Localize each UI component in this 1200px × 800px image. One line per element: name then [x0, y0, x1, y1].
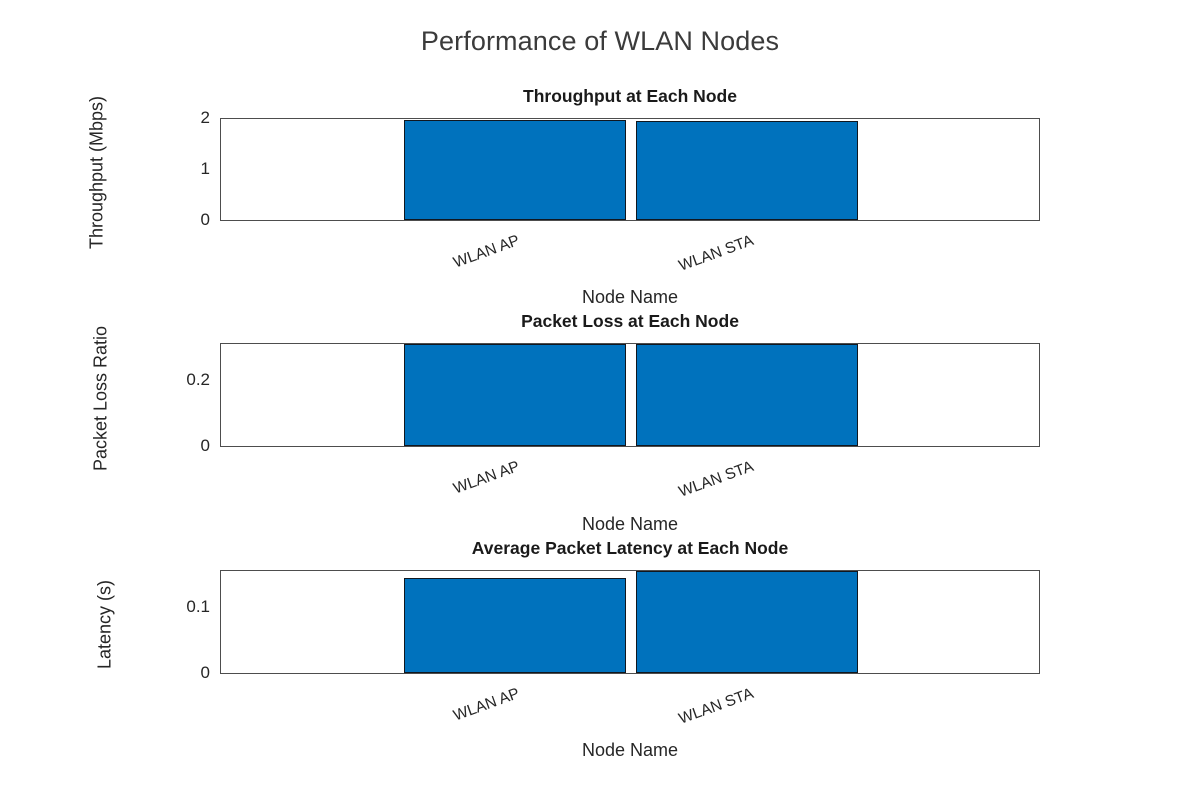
- x-tick-label-latency-wlan-ap: WLAN AP: [451, 685, 522, 725]
- y-tick-label-latency-1: 0.1: [186, 597, 210, 616]
- bar-throughput-wlan-ap[interactable]: [404, 119, 626, 220]
- y-tick-label-packet-loss-0: 0: [200, 436, 210, 455]
- y-axis-label-latency: Latency (s): [94, 579, 115, 670]
- y-tick-label-packet-loss-1: 0.2: [186, 370, 210, 389]
- subplot-title-throughput: Throughput at Each Node: [523, 86, 737, 106]
- x-tick-label-throughput-wlan-ap: WLAN AP: [451, 232, 522, 272]
- axes-latency: [220, 570, 1040, 674]
- subplot-title-latency: Average Packet Latency at Each Node: [471, 538, 789, 558]
- bar-latency-wlan-sta[interactable]: [636, 571, 858, 673]
- x-axis-label-throughput: Node Name: [581, 287, 679, 307]
- axes-throughput: [220, 118, 1040, 221]
- bar-latency-wlan-ap[interactable]: [404, 578, 626, 673]
- figure-title: Performance of WLAN Nodes: [420, 26, 780, 56]
- y-axis-label-packet-loss: Packet Loss Ratio: [90, 325, 111, 472]
- x-tick-label-packet-loss-wlan-ap: WLAN AP: [451, 458, 522, 498]
- bar-throughput-wlan-sta[interactable]: [636, 120, 858, 220]
- x-tick-label-throughput-wlan-sta: WLAN STA: [676, 232, 756, 275]
- y-tick-label-throughput-2: 2: [200, 108, 210, 127]
- y-tick-label-latency-0: 0: [200, 663, 210, 682]
- plot-area-latency: [221, 571, 1039, 673]
- bar-packet-loss-wlan-ap[interactable]: [404, 344, 626, 446]
- x-axis-label-latency: Node Name: [581, 740, 679, 760]
- axes-packet-loss: [220, 343, 1040, 447]
- y-tick-label-throughput-1: 1: [200, 159, 210, 178]
- y-axis-label-throughput: Throughput (Mbps): [86, 95, 107, 250]
- x-tick-label-packet-loss-wlan-sta: WLAN STA: [676, 458, 756, 501]
- x-axis-label-packet-loss: Node Name: [581, 514, 679, 534]
- subplot-title-packet-loss: Packet Loss at Each Node: [521, 311, 739, 331]
- x-tick-label-latency-wlan-sta: WLAN STA: [676, 685, 756, 728]
- bar-packet-loss-wlan-sta[interactable]: [636, 344, 858, 446]
- plot-area-packet-loss: [221, 344, 1039, 446]
- plot-area-throughput: [221, 119, 1039, 220]
- y-tick-label-throughput-0: 0: [200, 210, 210, 229]
